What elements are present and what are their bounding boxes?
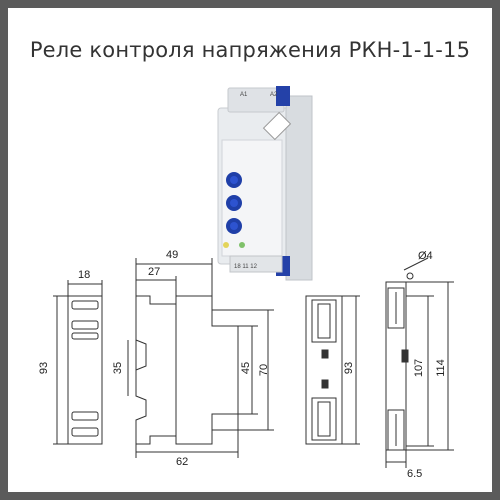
dim-front-height: 93 (38, 361, 51, 375)
svg-text:A1: A1 (240, 92, 248, 98)
dim-side-width: 49 (166, 249, 179, 261)
side-view (127, 258, 274, 458)
dim-rear-65: 6.5 (407, 468, 423, 480)
dim-side-base: 62 (176, 456, 189, 468)
dim-side-70: 70 (258, 363, 271, 377)
front-view (53, 280, 103, 445)
svg-text:A2: A2 (270, 92, 278, 98)
rear-view (385, 257, 454, 468)
dim-rear-107: 107 (413, 358, 426, 378)
dim-side-45: 45 (240, 361, 253, 375)
dim-side-clip: 35 (112, 361, 125, 375)
dim-side-inner: 27 (148, 266, 161, 278)
back-view (305, 295, 360, 445)
knob-3 (226, 218, 242, 234)
dim-front-width: 18 (78, 269, 91, 281)
dim-back-height: 93 (343, 361, 356, 375)
knob-1 (226, 172, 242, 188)
product-title: Реле контроля напряжения РКН-1-1-15 (29, 38, 471, 62)
dim-hole: Ø4 (418, 250, 433, 262)
svg-text:18 11 12: 18 11 12 (234, 264, 258, 270)
knob-2 (226, 195, 242, 211)
dim-rear-114: 114 (434, 359, 447, 377)
